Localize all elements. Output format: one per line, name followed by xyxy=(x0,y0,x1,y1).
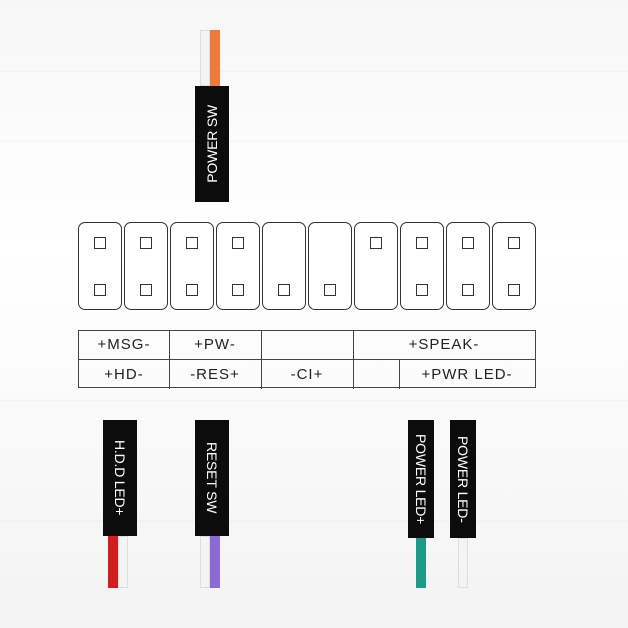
reset-sw-label: RESET SW xyxy=(204,442,220,514)
pin-block-10 xyxy=(492,222,536,310)
label-pw: +PW- xyxy=(194,336,236,353)
reset-sw-cap: RESET SW xyxy=(195,420,229,536)
pin xyxy=(462,237,474,249)
pin xyxy=(94,237,106,249)
table-divider xyxy=(353,359,354,389)
power-sw-wire-orange xyxy=(210,30,220,86)
pin-block-3 xyxy=(170,222,214,310)
table-divider xyxy=(399,359,400,389)
reset-sw-wire-white xyxy=(200,536,210,588)
hdd-led-wire-white xyxy=(118,536,128,588)
pin-block-4 xyxy=(216,222,260,310)
power-sw-cap: POWER SW xyxy=(195,86,229,202)
pin xyxy=(140,284,152,296)
power-led-plus-connector: POWER LED+ xyxy=(408,420,434,588)
pin-block-2 xyxy=(124,222,168,310)
hdd-led-cap: H.D.D LED+ xyxy=(103,420,137,536)
table-divider xyxy=(169,359,170,389)
table-divider xyxy=(353,331,354,359)
pin xyxy=(94,284,106,296)
power-sw-connector: POWER SW xyxy=(195,30,229,202)
power-led-plus-wire xyxy=(416,538,426,588)
pin xyxy=(370,237,382,249)
table-divider xyxy=(261,331,262,359)
power-led-minus-wire xyxy=(458,538,468,588)
table-divider xyxy=(261,359,262,389)
power-led-plus-cap: POWER LED+ xyxy=(408,420,434,538)
pin-block-8 xyxy=(400,222,444,310)
pin-label-table: +MSG- +PW- +SPEAK- +HD- -RES+ -CI+ +PWR … xyxy=(78,330,536,389)
hdd-led-connector: H.D.D LED+ xyxy=(103,420,137,588)
pin xyxy=(416,237,428,249)
label-res: -RES+ xyxy=(190,366,240,383)
pin xyxy=(324,284,336,296)
pin-block-1 xyxy=(78,222,122,310)
pin-block-7 xyxy=(354,222,398,310)
pin xyxy=(186,237,198,249)
table-divider xyxy=(79,359,535,360)
hdd-led-wire-red xyxy=(108,536,118,588)
pin xyxy=(462,284,474,296)
label-pwr-led: +PWR LED- xyxy=(421,366,513,383)
power-led-minus-label: POWER LED- xyxy=(455,435,471,523)
label-ci: -CI+ xyxy=(290,366,324,383)
pin xyxy=(508,284,520,296)
power-led-minus-cap: POWER LED- xyxy=(450,420,476,538)
pin xyxy=(278,284,290,296)
power-sw-label: POWER SW xyxy=(204,105,220,183)
pin xyxy=(416,284,428,296)
label-speak: +SPEAK- xyxy=(408,336,480,353)
power-led-plus-label: POWER LED+ xyxy=(413,433,429,525)
pin xyxy=(140,237,152,249)
label-msg: +MSG- xyxy=(97,336,151,353)
pin xyxy=(232,237,244,249)
pin xyxy=(186,284,198,296)
hdd-led-label: H.D.D LED+ xyxy=(112,440,128,516)
pin xyxy=(232,284,244,296)
pin xyxy=(508,237,520,249)
label-hd: +HD- xyxy=(104,366,144,383)
pin-block-9 xyxy=(446,222,490,310)
pin-block-5 xyxy=(262,222,306,310)
reset-sw-connector: RESET SW xyxy=(195,420,229,588)
pin-block-6 xyxy=(308,222,352,310)
power-sw-wire-white xyxy=(200,30,210,86)
power-led-minus-connector: POWER LED- xyxy=(450,420,476,588)
table-divider xyxy=(169,331,170,359)
reset-sw-wire-purple xyxy=(210,536,220,588)
